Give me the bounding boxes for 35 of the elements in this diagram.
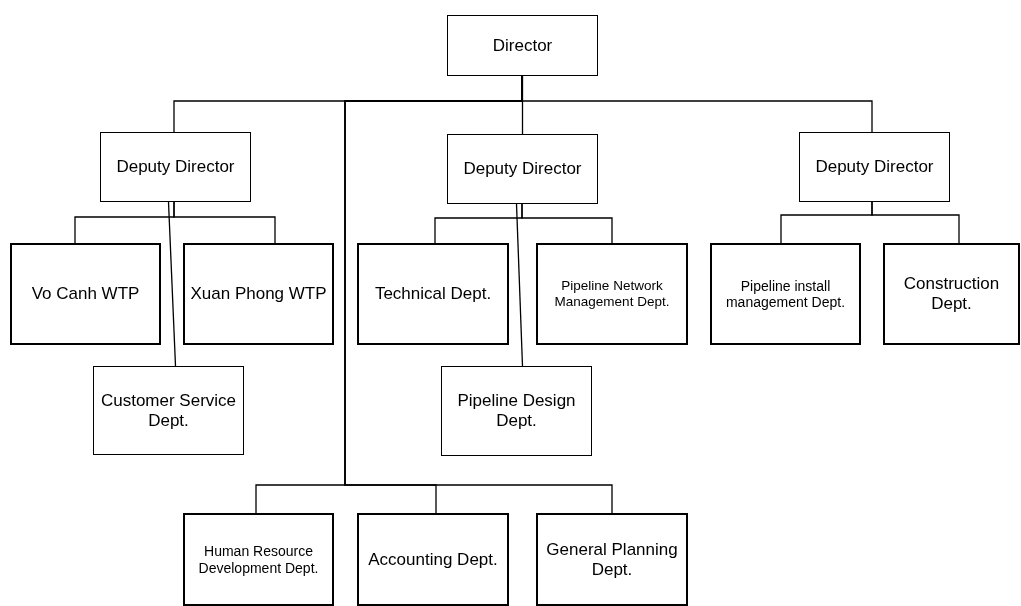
box-label: General Planning Dept. (545, 539, 679, 580)
box-label: Deputy Director (115, 157, 236, 177)
box-label: Director (491, 35, 554, 56)
box-label: Construction Dept. (902, 274, 1001, 314)
org-box (441, 366, 592, 456)
org-box (447, 134, 598, 204)
box-label: Pipeline Network Management Dept. (553, 278, 671, 310)
org-box (447, 15, 598, 76)
connector-line (871, 201, 960, 244)
org-box (183, 513, 334, 606)
org-box (883, 243, 1020, 345)
connector-line (167, 201, 177, 367)
box-label: Human Resource Development Dept. (197, 543, 320, 576)
box-label: Pipeline install management Dept. (724, 277, 847, 311)
connector-line (173, 201, 276, 244)
box-label: Pipeline Design Dept. (456, 391, 577, 431)
box-label: Technical Dept. (373, 284, 493, 304)
org-box (357, 243, 509, 345)
box-label: Deputy Director (462, 159, 583, 179)
box-label: Accounting Dept. (367, 549, 499, 570)
org-box (799, 132, 950, 202)
connector-line (521, 203, 613, 244)
box-label: Customer Service Dept. (99, 390, 238, 431)
box-label: Vo Canh WTP (30, 284, 141, 304)
org-box (710, 243, 861, 345)
org-box (100, 132, 251, 202)
box-label: Xuan Phong WTP (189, 284, 328, 304)
org-box (10, 243, 161, 345)
org-box (536, 243, 688, 345)
box-label: Deputy Director (814, 157, 935, 177)
org-box (357, 513, 509, 606)
org-box (183, 243, 334, 345)
org-box (536, 513, 688, 606)
connector-line (515, 203, 524, 367)
org-box (93, 366, 244, 455)
